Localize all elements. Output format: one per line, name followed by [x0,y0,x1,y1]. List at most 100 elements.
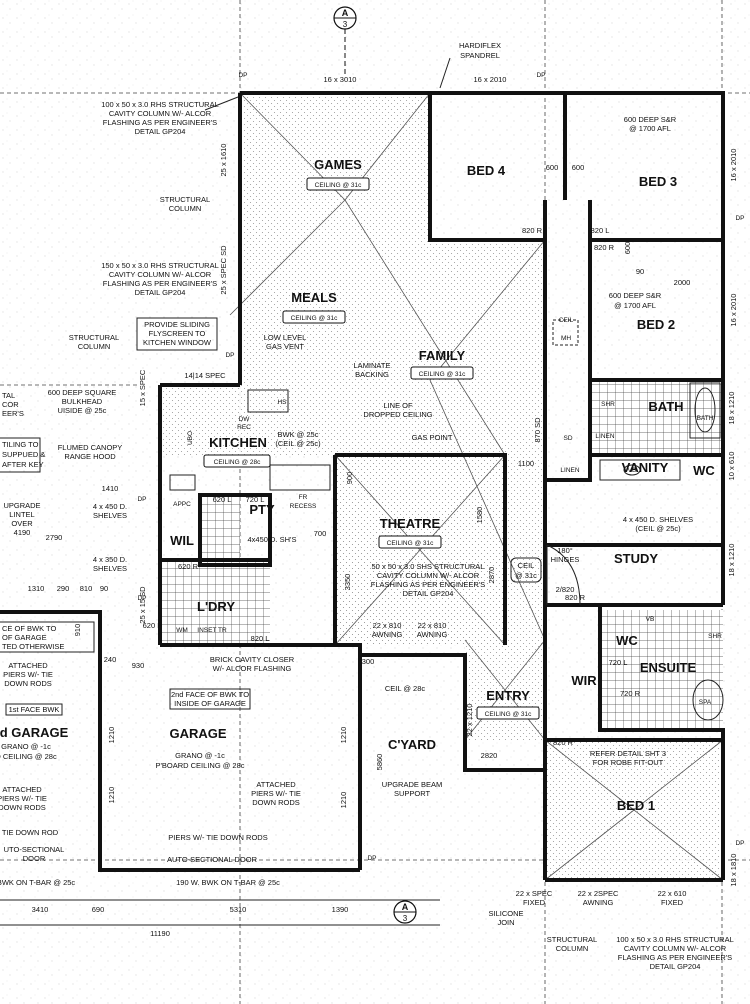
note-awning-4: 22 x 610 [658,889,687,898]
note-laminate: LAMINATE [354,361,391,370]
note-awning-3: 22 x 2SPEC [578,889,619,898]
dim-1100: 1100 [518,459,534,468]
note-bwk-tbar: 190 W. BWK ON T-BAR @ 25c [176,878,280,887]
note-theatre-column: DETAIL GP204 [403,589,454,598]
note-spandrel: SPANDREL [460,51,500,60]
room-garage-left: d GARAGE [0,725,69,740]
walls [0,91,725,882]
note-ceil-cyard: CEIL @ 28c [385,684,426,693]
dim-900: 900 [345,472,354,485]
note-hinges: HINGES [551,555,580,564]
ceiling-rake-lines [229,92,724,881]
section-number: 3 [343,20,348,29]
room-wir: WIR [571,673,597,688]
note-piers-1: PIERS W/- TIE [3,670,53,679]
label-linen: LINEN [595,433,614,440]
note-gas-vent: LOW LEVEL [264,333,307,342]
note-hardiflex: HARDIFLEX [459,41,501,50]
dim-1210: 1210 [339,727,348,744]
note-bulkhead: UISIDE @ 25c [58,406,107,415]
theatre-ceiling: CEILING @ 31c [387,540,434,547]
room-bed2: BED 2 [637,317,675,332]
note-refer-detail: REFER DETAIL SHT 3 [590,749,666,758]
note-autosectional: AUTO-SECTIONAL DOOR [167,855,258,864]
room-wc-ensuite: WC [616,633,638,648]
note-flyscreen: KITCHEN WINDOW [143,338,212,347]
note-awning-2: 22 x 810 [418,621,447,630]
room-entry: ENTRY [486,688,530,703]
label-spa: SPA [699,699,712,706]
note-piers-3: DOWN RODS [252,798,300,807]
note-dropped-ceiling: LINE OF [383,401,413,410]
meals-ceiling: CEILING @ 31c [291,315,338,322]
note-structural-column: STRUCTURAL [160,195,210,204]
note-linen-shelves: (CEIL @ 25c) [635,524,681,533]
note-column-2: DETAIL GP204 [135,288,186,297]
dim-700: 700 [314,529,327,538]
room-bed4: BED 4 [467,163,506,178]
note-spec-window: 14|14 SPEC [184,371,226,380]
note-brick-closer: BRICK CAVITY CLOSER [210,655,295,664]
dim-600: 600 [546,163,559,172]
note-silicone: SILICONE [488,909,523,918]
note-garage-face: 2nd FACE OF BWK TO [171,690,249,699]
dim-300: 300 [362,657,375,666]
note-ceil-31c: @ 31c [515,571,537,580]
dim-1210: 1210 [107,787,116,804]
label-shower: SHR [708,633,722,640]
entry-ceiling: CEILING @ 31c [485,711,532,718]
note-upgrade-lintel: LINTEL [9,510,34,519]
note-garage-floor: GRANO @ -1c [175,751,225,760]
note-bulkhead: 600 DEEP SQUARE [48,388,117,397]
dim-600: 600 [623,242,632,255]
note-upgrade-beam: SUPPORT [394,789,431,798]
dim-3350: 3350 [343,574,352,591]
note-fridge-recess: FR [299,494,308,501]
note-silicone: JOIN [497,918,514,927]
dim-1210: 1210 [339,792,348,809]
dim-90: 90 [636,267,644,276]
dim-door: 720 L [609,658,628,667]
dim-1310: 1310 [28,584,45,593]
label-hs: HS [277,399,287,406]
note-piers-3: ATTACHED [256,780,296,789]
dim-door: 720 R [620,689,641,698]
note-structural-column-3: STRUCTURAL [547,935,597,944]
dim-5310: 5310 [230,905,247,914]
room-games: GAMES [314,157,362,172]
note-first-face: 1st FACE BWK [9,705,60,714]
note-sr-2: @ 1700 AFL [614,301,656,310]
note-theatre-column: FLASHING AS PER ENGINEER'S [371,580,485,589]
dim-door: 620 L [213,495,232,504]
note-garage-face-left: OF GARAGE [2,633,47,642]
dim-2820: 2820 [481,751,498,760]
note-column-1: 100 x 50 x 3.0 RHS STRUCTURAL [101,100,219,109]
dim-2790: 2790 [46,533,63,542]
laundry-tiles [160,560,270,645]
room-kitchen: KITCHEN [209,435,267,450]
note-shelves-2: 4 x 350 D. [93,555,127,564]
note-autosectional-left: DOOR [23,854,46,863]
note-piers-1: ATTACHED [8,661,48,670]
dim-door: 820 R [522,226,543,235]
dim-right-4: 10 x 610 [727,452,736,481]
dim-600: 600 [572,163,585,172]
label-dp: DP [225,352,234,359]
label-inset-tr: INSET TR [197,627,227,634]
room-vanity: VANITY [622,460,669,475]
dim-2820: 2/820 [556,585,575,594]
note-canopy: RANGE HOOD [64,452,116,461]
note-sr-2: 600 DEEP S&R [609,291,662,300]
note-piers-2: PIERS W/- TIE [0,794,47,803]
note-brick-closer: W/- ALCOR FLASHING [213,664,292,673]
note-canopy: FLUMED CANOPY [58,443,123,452]
games-ceiling: CEILING @ 31c [315,182,362,189]
note-column-1: FLASHING AS PER ENGINEER'S [103,118,217,127]
note-garage-left-floor: D CEILING @ 28c [0,752,57,761]
note-upgrade-lintel: OVER [11,519,33,528]
note-flyscreen: PROVIDE SLIDING [144,320,210,329]
note-dropped-ceiling: DROPPED CEILING [363,410,432,419]
note-structural-column-2: COLUMN [78,342,111,351]
note-theatre-column: 50 x 50 x 3.0 SHS STRUCTURAL [372,562,485,571]
